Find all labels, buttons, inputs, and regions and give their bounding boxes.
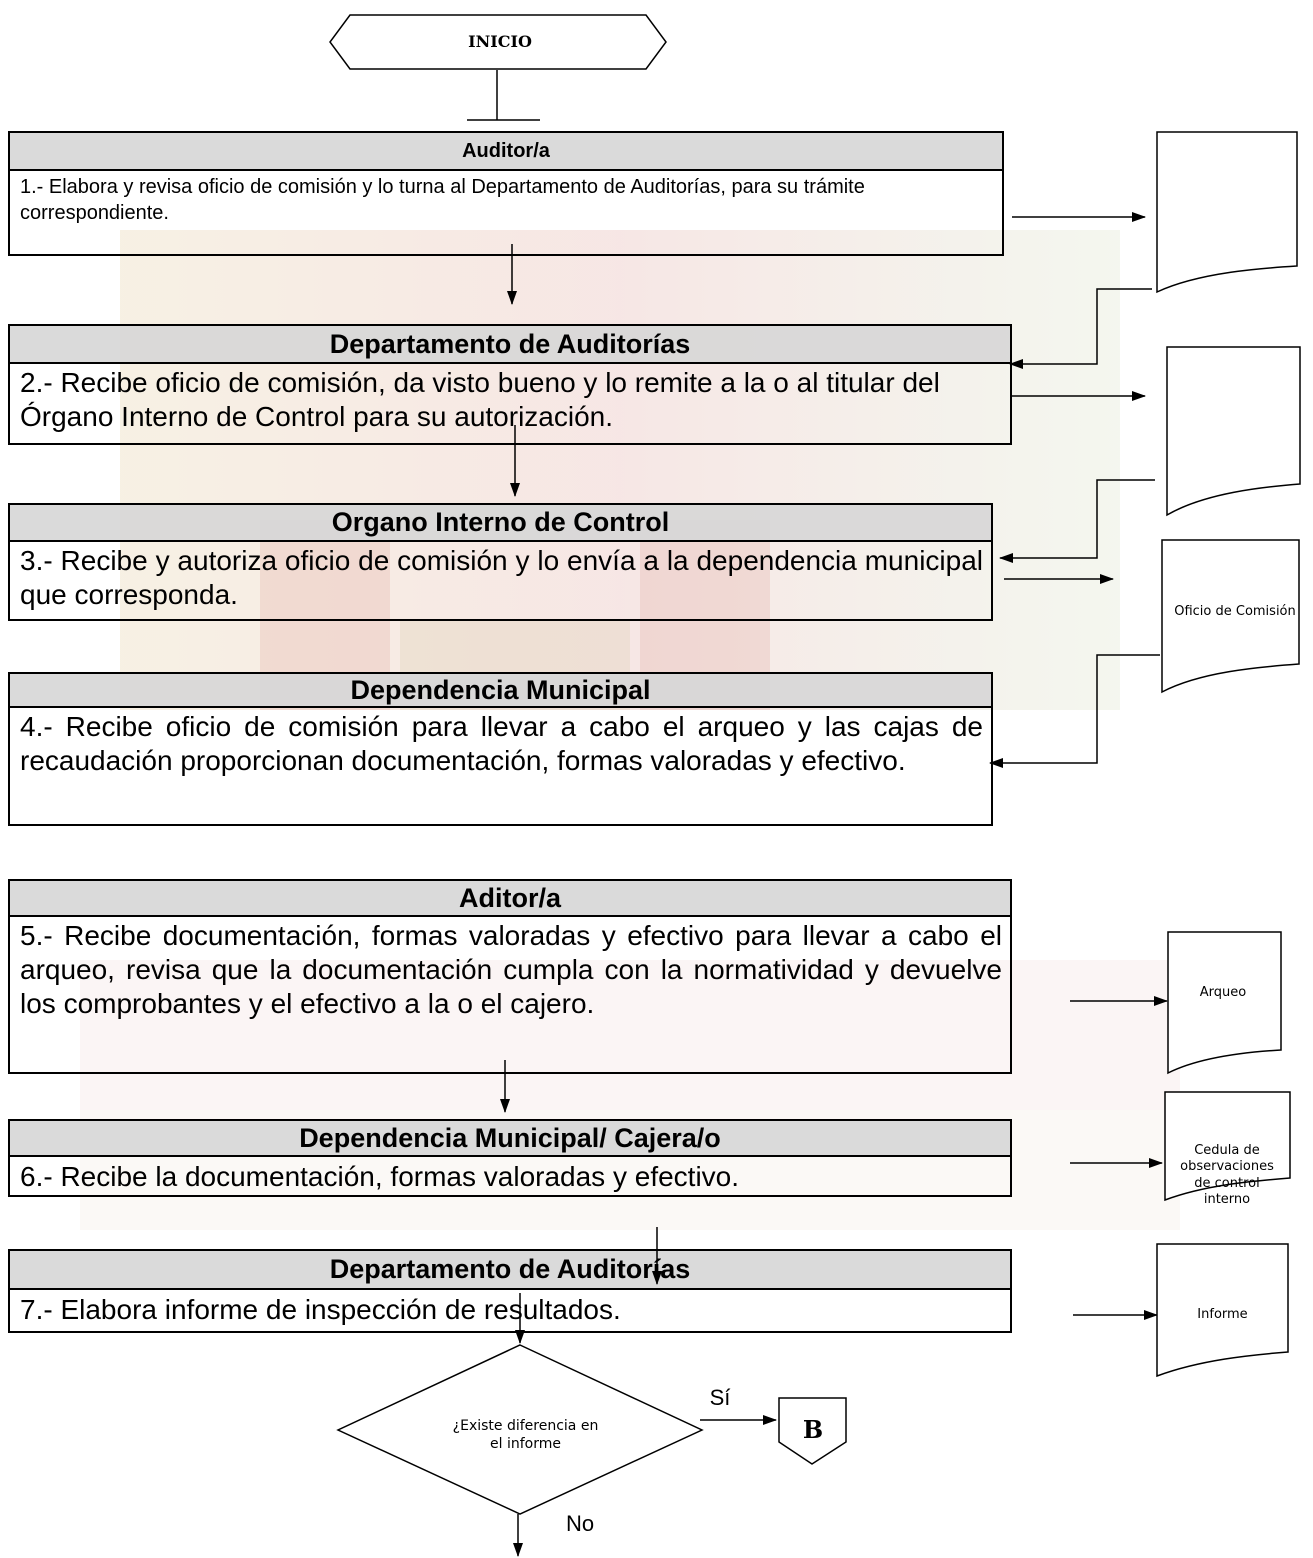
- step-3-box: Organo Interno de Control 3.- Recibe y a…: [8, 503, 993, 621]
- step-4-text: 4.- Recibe oficio de comisión para lleva…: [20, 711, 983, 777]
- document-4-label: Arqueo: [1199, 985, 1247, 1000]
- decision-question: ¿Existe diferencia en el informe: [452, 1418, 599, 1452]
- step-3-title: Organo Interno de Control: [10, 505, 991, 542]
- step-2-text: 2.- Recibe oficio de comisión, da visto …: [20, 367, 940, 433]
- decision-no-label: No: [565, 1511, 595, 1536]
- step-6-text: 6.- Recibe la documentación, formas valo…: [20, 1161, 740, 1192]
- step-1-box: Auditor/a 1.- Elabora y revisa oficio de…: [8, 131, 1004, 256]
- step-3-text: 3.- Recibe y autoriza oficio de comisión…: [20, 545, 983, 611]
- step-1-text: 1.- Elabora y revisa oficio de comisión …: [20, 176, 865, 224]
- start-terminator: [329, 14, 667, 70]
- step-1-title: Auditor/a: [10, 133, 1002, 171]
- step-6-title: Dependencia Municipal/ Cajera/o: [10, 1121, 1010, 1157]
- step-5-box: Aditor/a 5.- Recibe documentación, forma…: [8, 879, 1012, 1074]
- step-5-text: 5.- Recibe documentación, formas valorad…: [20, 920, 1002, 1020]
- start-label: INICIO: [468, 32, 532, 51]
- decision-yes-label: Sí: [709, 1385, 731, 1410]
- step-4-box: Dependencia Municipal 4.- Recibe oficio …: [8, 672, 993, 826]
- document-5-label: Cedula de observaciones de control inter…: [1180, 1143, 1274, 1207]
- document-6-label: Informe: [1197, 1307, 1248, 1322]
- step-5-title: Aditor/a: [10, 881, 1010, 917]
- connector-label: B: [802, 1415, 824, 1444]
- step-7-text: 7.- Elabora informe de inspección de res…: [20, 1294, 621, 1325]
- step-2-box: Departamento de Auditorías 2.- Recibe of…: [8, 324, 1012, 445]
- step-6-box: Dependencia Municipal/ Cajera/o 6.- Reci…: [8, 1119, 1012, 1197]
- step-2-title: Departamento de Auditorías: [10, 326, 1010, 364]
- document-3-label: Oficio de Comisión: [1174, 604, 1296, 619]
- step-4-title: Dependencia Municipal: [10, 674, 991, 708]
- step-7-box: Departamento de Auditorías 7.- Elabora i…: [8, 1249, 1012, 1333]
- step-7-title: Departamento de Auditorías: [10, 1251, 1010, 1290]
